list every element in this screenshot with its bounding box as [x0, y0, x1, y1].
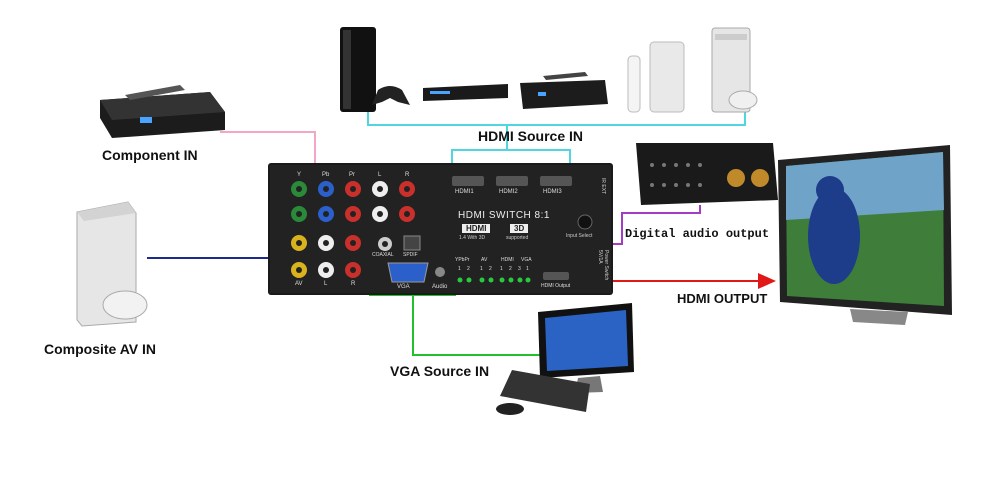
hdmi-port-1-label: HDMI1 [455, 189, 474, 195]
digital-audio-output-label: Digital audio output [625, 227, 770, 241]
component-label-pb: Pb [322, 172, 330, 178]
component-label-pr: Pr [349, 172, 355, 178]
three-d-badge: 3D [510, 224, 529, 233]
input-select-button[interactable] [577, 214, 593, 230]
hdmi-port-2-label: HDMI2 [499, 189, 518, 195]
hdmi-badge-sub: 1.4 With 3D [459, 235, 486, 241]
hdmi-badge: HDMI [462, 224, 491, 233]
coaxial-label: COAXIAL [372, 252, 394, 258]
hdmi-source-line [367, 112, 746, 126]
status-leds [457, 277, 531, 283]
vga-line [412, 295, 540, 356]
component-line [220, 131, 316, 172]
computer-monitor-image [496, 303, 634, 415]
hdmi-input-ports [452, 176, 572, 186]
ir-ext-label: IR EXT [600, 178, 606, 195]
set-top-box-2-image [520, 72, 608, 109]
xbox-console-image [711, 27, 758, 113]
vga-source-in-label: VGA Source IN [390, 363, 490, 379]
led-group-ypbpr: YPbPr [455, 257, 470, 263]
three-d-sub: supported [506, 235, 529, 241]
led-num-1: 1 [458, 266, 461, 272]
av-label-r: R [351, 281, 356, 287]
hdmi-port-3-label: HDMI3 [543, 189, 562, 195]
led-group-vga: VGA [521, 257, 532, 263]
led-num-6: 2 [509, 266, 512, 272]
component-label-r: R [405, 172, 410, 178]
hdmi-output-port-label: HDMI Output [541, 283, 571, 289]
power-switch-label: Power Switch 5V/1A [597, 250, 609, 281]
av-label-l: L [324, 281, 328, 287]
spdif-label: SPDIF [403, 252, 418, 258]
audio-amplifier-image [636, 143, 778, 205]
vga-port-label: VGA [397, 284, 410, 290]
led-group-av: AV [481, 257, 488, 263]
wii-console-image [627, 41, 685, 113]
led-num-5: 1 [500, 266, 503, 272]
input-select-label: Input Select [566, 233, 593, 239]
component-label-y: Y [297, 172, 302, 178]
output-arrow [758, 273, 776, 289]
ps3-console-image [340, 27, 410, 112]
set-top-box-image [100, 85, 225, 138]
hdmi-output-label: HDMI OUTPUT [677, 291, 768, 306]
hdmi-source-in-label: HDMI Source IN [478, 128, 584, 144]
led-num-3: 1 [480, 266, 483, 272]
xbox-composite-image [76, 201, 148, 327]
led-num-7: 3 [518, 266, 521, 272]
composite-av-in-label: Composite AV IN [44, 341, 157, 357]
led-group-hdmi: HDMI [501, 257, 514, 263]
component-label-l: L [378, 172, 382, 178]
audio-port-label: Audio [432, 284, 448, 290]
led-num-4: 2 [489, 266, 492, 272]
av-label-av: AV [295, 281, 303, 287]
led-num-2: 2 [467, 266, 470, 272]
led-num-8: 1 [526, 266, 529, 272]
device-model: HDMI SWITCH 8:1 [458, 210, 550, 221]
television-image [778, 145, 952, 325]
component-in-label: Component IN [102, 147, 198, 163]
bluray-player-image [423, 84, 508, 101]
